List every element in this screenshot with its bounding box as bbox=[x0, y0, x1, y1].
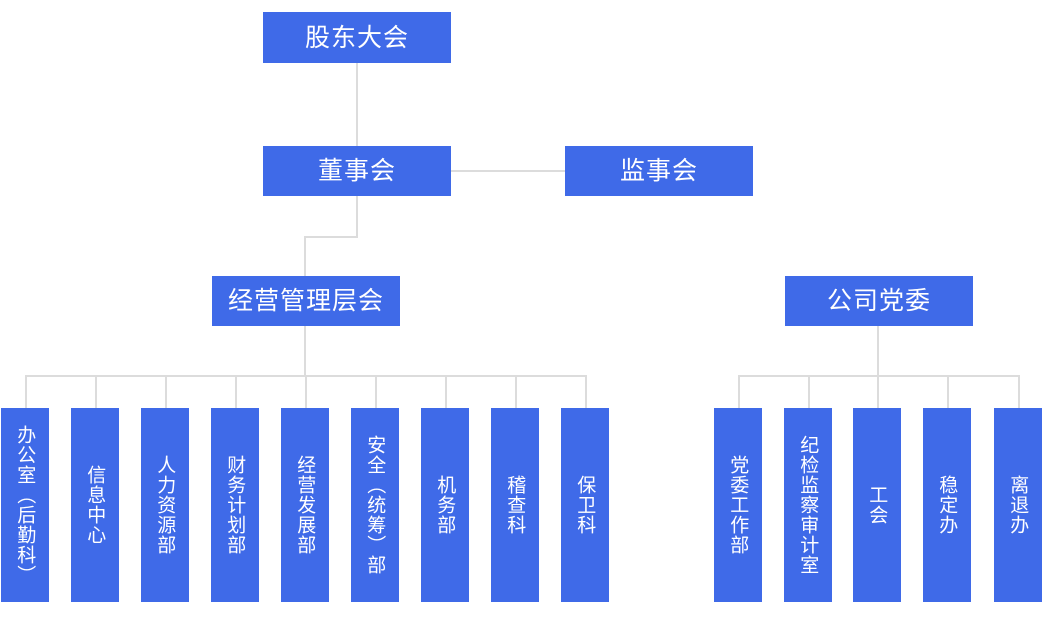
node-party-dept-5[interactable]: 离退办 bbox=[994, 408, 1042, 602]
drop-management-8 bbox=[515, 375, 517, 408]
drop-management-9 bbox=[585, 375, 587, 408]
drop-management-7 bbox=[445, 375, 447, 408]
connector-elbow-to-management bbox=[304, 236, 306, 276]
node-management-dept-1[interactable]: 办公室（后勤科） bbox=[1, 408, 49, 602]
node-shareholders-meeting[interactable]: 股东大会 bbox=[263, 12, 451, 63]
node-board-of-supervisors[interactable]: 监事会 bbox=[565, 146, 753, 196]
connector-management-to-bus bbox=[304, 326, 306, 376]
node-party-dept-2[interactable]: 纪检监察审计室 bbox=[784, 408, 832, 602]
node-management-dept-3[interactable]: 人力资源部 bbox=[141, 408, 189, 602]
drop-party-5 bbox=[1018, 375, 1020, 408]
node-party-dept-4[interactable]: 稳定办 bbox=[923, 408, 971, 602]
connector-party-to-bus bbox=[877, 326, 879, 376]
drop-management-5 bbox=[305, 375, 307, 408]
node-management-dept-9[interactable]: 保卫科 bbox=[561, 408, 609, 602]
node-party-dept-1[interactable]: 党委工作部 bbox=[714, 408, 762, 602]
node-management-dept-5[interactable]: 经营发展部 bbox=[281, 408, 329, 602]
drop-party-3 bbox=[877, 375, 879, 408]
drop-management-4 bbox=[235, 375, 237, 408]
connector-board-down bbox=[356, 196, 358, 237]
node-management-dept-4[interactable]: 财务计划部 bbox=[211, 408, 259, 602]
drop-party-1 bbox=[738, 375, 740, 408]
drop-management-1 bbox=[25, 375, 27, 408]
drop-management-6 bbox=[375, 375, 377, 408]
drop-management-2 bbox=[95, 375, 97, 408]
connector-board-to-supervisors bbox=[451, 170, 566, 172]
node-party-committee[interactable]: 公司党委 bbox=[785, 276, 973, 326]
drop-party-4 bbox=[947, 375, 949, 408]
node-management-dept-8[interactable]: 稽查科 bbox=[491, 408, 539, 602]
drop-management-3 bbox=[165, 375, 167, 408]
node-management-dept-7[interactable]: 机务部 bbox=[421, 408, 469, 602]
connector-shareholders-to-board bbox=[356, 63, 358, 146]
node-board-of-directors[interactable]: 董事会 bbox=[263, 146, 451, 196]
node-management-layer[interactable]: 经营管理层会 bbox=[212, 276, 400, 326]
node-management-dept-2[interactable]: 信息中心 bbox=[71, 408, 119, 602]
connector-board-elbow-horizontal bbox=[304, 236, 358, 238]
node-management-dept-6[interactable]: 安全（统筹）部 bbox=[351, 408, 399, 602]
node-party-dept-3[interactable]: 工会 bbox=[853, 408, 901, 602]
drop-party-2 bbox=[808, 375, 810, 408]
